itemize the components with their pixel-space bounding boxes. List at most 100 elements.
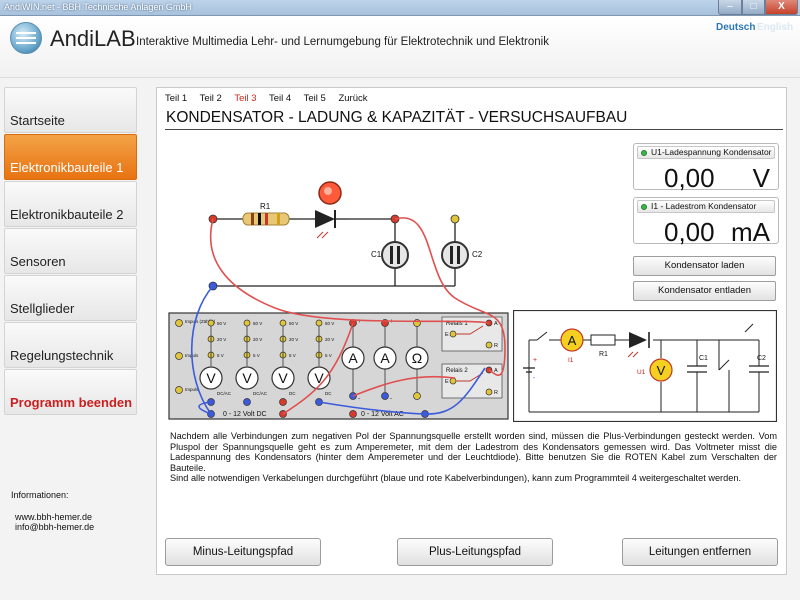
tab-teil-2[interactable]: Teil 2 (199, 93, 222, 104)
sidebar-item-programm-beenden[interactable]: Programm beenden (4, 369, 137, 415)
sidebar-item-label: Regelungstechnik (10, 348, 114, 363)
relay-1: Relais 1 A R E (441, 316, 503, 352)
relay-1-label: Relais 1 (446, 321, 468, 327)
ammeter-2-symbol: A (380, 350, 390, 366)
sidebar-item-stellglieder[interactable]: Stellglieder (4, 275, 137, 321)
svg-text:-: - (358, 396, 360, 402)
tab-teil-5[interactable]: Teil 5 (303, 93, 326, 104)
svg-text:+: + (358, 319, 362, 325)
svg-text:A: A (494, 368, 498, 374)
red-cables (209, 217, 506, 415)
charge-capacitor-button[interactable]: Kondensator laden (633, 256, 776, 276)
current-display: I1 - Ladestrom Kondensator 0,00 mA (633, 197, 779, 247)
info-label: Informationen: (11, 490, 69, 500)
sidebar-item-label: Sensoren (10, 254, 66, 269)
svg-text:C2: C2 (757, 355, 766, 362)
title-divider (165, 129, 783, 130)
tab-teil-3[interactable]: Teil 3 (234, 93, 257, 104)
resistor-r1 (242, 212, 290, 226)
window-title: AndiWIN.net - BBH Technische Anlagen Gmb… (4, 2, 192, 12)
component-wires (213, 218, 456, 287)
voltage-value: 0,00 (664, 163, 715, 193)
impuls-zaehler-label: Impuls (Zähler) (185, 319, 216, 324)
sidebar-item-label: Programm beenden (10, 395, 133, 410)
schematic-diode (629, 332, 647, 348)
voltmeter-1-symbol: V (206, 370, 216, 386)
schematic-voltmeter (649, 358, 673, 382)
sidebar-item-sensoren[interactable]: Sensoren (4, 228, 137, 274)
current-unit: mA (731, 217, 770, 247)
language-german-link[interactable]: Deutsch (716, 22, 756, 33)
main-panel: Teil 1 Teil 2 Teil 3 Teil 4 Teil 5 Zurüc… (156, 87, 787, 575)
schematic-ammeter (560, 328, 584, 352)
svg-text:DC/AC: DC/AC (217, 391, 232, 396)
sidebar-item-label: Elektronikbauteile 2 (10, 207, 124, 222)
svg-text:R: R (494, 390, 498, 396)
minimize-button[interactable]: – (718, 0, 742, 15)
sidebar-item-label: Startseite (10, 113, 65, 128)
svg-text:20 V: 20 V (325, 337, 334, 342)
page-title: KONDENSATOR - LADUNG & KAPAZITÄT - VERSU… (166, 109, 628, 126)
blue-cables (191, 285, 486, 415)
svg-text:50 V: 50 V (217, 321, 226, 326)
app-name: AndiLAB (50, 26, 136, 51)
status-led-icon (641, 204, 647, 210)
svg-text:V: V (657, 363, 666, 378)
tab-zurueck[interactable]: Zurück (338, 93, 368, 104)
voltage-display: U1-Ladespannung Kondensator 0,00 V (633, 143, 779, 193)
sidebar-item-label: Stellglieder (10, 301, 75, 316)
resistor-label: R1 (260, 202, 271, 211)
impulse-terminals (175, 319, 183, 394)
voltmeter-3-symbol: V (278, 370, 288, 386)
svg-text:R1: R1 (599, 351, 608, 358)
svg-text:20 V: 20 V (253, 337, 262, 342)
capacitor-c1 (381, 241, 409, 269)
remove-wires-button[interactable]: Leitungen entfernen (622, 538, 778, 566)
sidebar-item-elektronikbauteile-2[interactable]: Elektronikbauteile 2 (4, 181, 137, 227)
close-button[interactable]: X (765, 0, 798, 15)
sidebar-item-elektronikbauteile-1[interactable]: Elektronikbauteile 1 (4, 134, 137, 180)
sidebar-item-regelungstechnik[interactable]: Regelungstechnik (4, 322, 137, 368)
app-header: AndiLAB Interaktive Multimedia Lehr- und… (0, 16, 800, 78)
svg-text:5 V: 5 V (253, 353, 260, 358)
tab-teil-1[interactable]: Teil 1 (165, 93, 188, 104)
app-subtitle: Interaktive Multimedia Lehr- und Lernumg… (136, 36, 549, 48)
tab-bar: Teil 1 Teil 2 Teil 3 Teil 4 Teil 5 Zurüc… (165, 93, 378, 104)
ac-supply-label: 0 - 12 Volt AC (361, 411, 404, 418)
capacitor-c1-label: C1 (371, 250, 382, 259)
instructions-text: Nachdem alle Verbindungen zum negativen … (170, 431, 777, 484)
svg-text:U1: U1 (637, 369, 646, 376)
minus-path-button[interactable]: Minus-Leitungspfad (165, 538, 321, 566)
svg-text:+: + (390, 319, 394, 325)
svg-text:DC: DC (289, 391, 296, 396)
svg-text:E: E (445, 332, 449, 338)
voltmeter-bank: 50 V20 V5 V 50 V20 V5 V 50 V20 V5 V 50 V… (199, 319, 334, 406)
svg-text:DC/AC: DC/AC (253, 391, 268, 396)
svg-text:-: - (533, 375, 536, 382)
current-value: 0,00 (664, 217, 715, 247)
maximize-button[interactable]: □ (742, 0, 765, 15)
svg-text:R: R (494, 343, 498, 349)
app-logo-icon (10, 22, 42, 54)
current-display-label: I1 - Ladestrom Kondensator (637, 200, 775, 213)
sidebar-item-startseite[interactable]: Startseite (4, 87, 137, 133)
svg-text:DC: DC (325, 391, 332, 396)
svg-text:-: - (390, 396, 392, 402)
svg-text:5 V: 5 V (325, 353, 332, 358)
plus-path-button[interactable]: Plus-Leitungspfad (397, 538, 553, 566)
discharge-capacitor-button[interactable]: Kondensator entladen (633, 281, 776, 301)
capacitor-c2-label: C2 (472, 250, 483, 259)
impuls-label-2: Impuls (185, 387, 199, 392)
language-english-link[interactable]: English (757, 22, 794, 33)
window-titlebar[interactable]: AndiWIN.net - BBH Technische Anlagen Gmb… (0, 0, 800, 16)
relay-2: Relais 2 A R E (441, 363, 503, 399)
diode (315, 210, 347, 239)
voltmeter-4-symbol: V (314, 370, 324, 386)
circuit-schematic: + - A I1 R1 V U1 C1 C2 (513, 310, 777, 422)
svg-text:A: A (494, 321, 498, 327)
tab-teil-4[interactable]: Teil 4 (268, 93, 292, 104)
svg-text:5 V: 5 V (289, 353, 296, 358)
voltage-unit: V (752, 163, 770, 193)
info-block: Informationen: www.bbh-hemer.de info@bbh… (11, 490, 94, 532)
ohmmeter-symbol: Ω (412, 350, 422, 366)
